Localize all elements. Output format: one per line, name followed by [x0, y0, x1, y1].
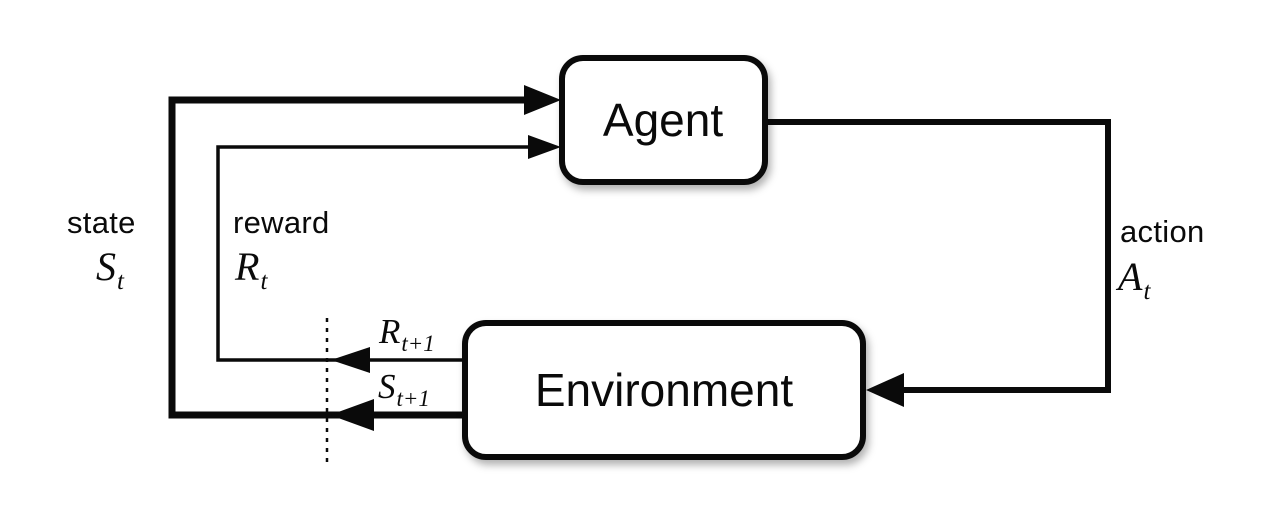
state-symbol: St — [96, 244, 124, 295]
next-reward-arrowhead-icon — [331, 347, 370, 373]
action-edge-word: action — [1120, 214, 1205, 249]
state-symbol-subscript: t — [117, 268, 124, 295]
agent-node-box — [559, 55, 768, 185]
next-reward-symbol-subscript: t+1 — [401, 331, 435, 356]
reward-into-agent-arrowhead-icon — [528, 135, 561, 159]
next-reward-symbol-letter: R — [379, 312, 401, 351]
state-symbol-letter: S — [96, 244, 116, 289]
next-reward-symbol: Rt+1 — [379, 312, 435, 355]
state-edge-line — [168, 96, 540, 419]
next-state-symbol-letter: S — [378, 367, 396, 406]
reward-symbol-letter: R — [235, 244, 260, 289]
reward-symbol-subscript: t — [260, 268, 268, 295]
action-into-environment-arrowhead-icon — [866, 373, 904, 407]
action-symbol-letter: A — [1118, 254, 1143, 299]
environment-node-box — [462, 320, 866, 460]
reward-edge-word: reward — [233, 205, 330, 240]
state-edge-word: state — [67, 205, 136, 240]
action-edge-line — [760, 119, 1111, 393]
action-symbol-subscript: t — [1143, 278, 1151, 305]
state-into-agent-arrowhead-icon — [524, 85, 561, 115]
next-state-symbol-subscript: t+1 — [396, 386, 430, 411]
reward-symbol: Rt — [235, 244, 267, 295]
action-symbol: At — [1118, 254, 1150, 305]
environment-node-label: Environment — [535, 364, 793, 416]
next-state-arrowhead-icon — [330, 399, 374, 431]
next-state-symbol: St+1 — [378, 367, 430, 410]
agent-node-label: Agent — [603, 94, 723, 146]
